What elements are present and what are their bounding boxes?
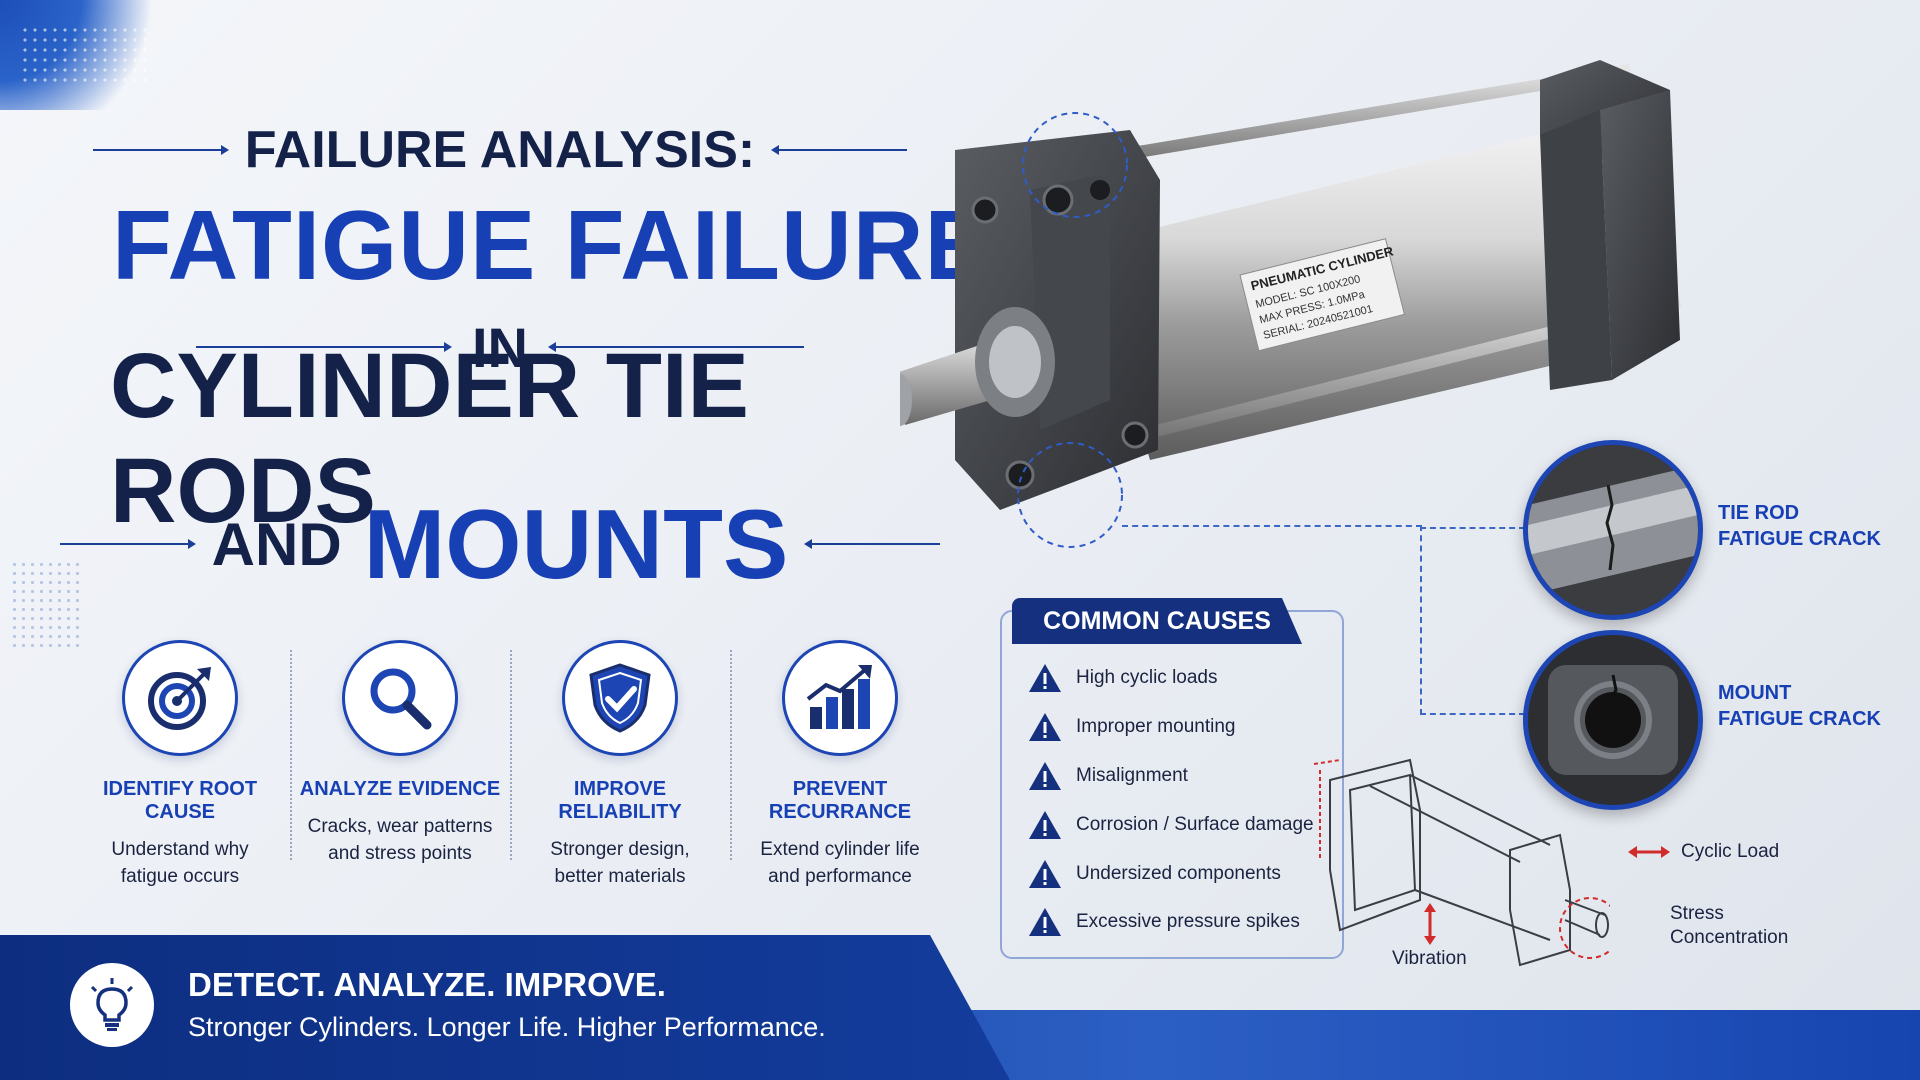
title-cylinder-tie-rods: CYLINDER TIE RODS xyxy=(110,335,749,542)
title-and: AND xyxy=(211,510,342,578)
title-line-5: AND MOUNTS xyxy=(0,488,1000,599)
stress-label-1: Stress xyxy=(1670,903,1724,924)
warning-icon xyxy=(1029,908,1061,936)
feature-desc-line: fatigue occurs xyxy=(120,866,240,887)
mount-crack-inset xyxy=(1523,630,1703,810)
cause-item: Improper mounting xyxy=(1028,712,1235,742)
connector-line xyxy=(1420,525,1422,715)
vibration-label: Vibration xyxy=(1392,948,1467,969)
feature-item: ANALYZE EVIDENCE Cracks, wear patterns a… xyxy=(290,640,510,880)
dot-pattern xyxy=(20,25,150,85)
feature-desc: Cracks, wear patterns and stress points xyxy=(290,813,510,867)
shield-check-icon xyxy=(562,640,678,756)
warning-icon xyxy=(1029,664,1061,692)
divider xyxy=(804,539,941,549)
banner-headline: DETECT. ANALYZE. IMPROVE. xyxy=(188,966,666,1003)
warning-icon xyxy=(1029,713,1061,741)
target-icon xyxy=(122,640,238,756)
cause-text: Misalignment xyxy=(1076,765,1188,786)
divider xyxy=(92,145,229,155)
cause-item: Undersized components xyxy=(1028,859,1281,889)
title-line-3: IN xyxy=(0,315,1000,379)
cause-text: Corrosion / Surface damage xyxy=(1076,814,1314,835)
feature-item: PREVENT RECURRANCE Extend cylinder life … xyxy=(730,640,950,887)
mount-crack-label: MOUNT FATIGUE CRACK xyxy=(1718,680,1881,732)
inset-label-line: TIE ROD xyxy=(1718,502,1800,524)
feature-desc-line: and performance xyxy=(768,866,912,887)
feature-desc-line: and stress points xyxy=(328,843,472,864)
warning-icon xyxy=(1029,811,1061,839)
pneumatic-cylinder-image: PNEUMATIC CYLINDER MODEL: SC 100X200 MAX… xyxy=(888,40,1900,600)
cause-item: Excessive pressure spikes xyxy=(1028,907,1300,937)
feature-desc-line: Understand why xyxy=(111,839,249,860)
tie-rod-crack-inset xyxy=(1523,440,1703,620)
title-failure-analysis: FAILURE ANALYSIS: xyxy=(244,121,756,179)
title-line-4: CYLINDER TIE RODS xyxy=(0,335,1000,542)
feature-desc-line: Extend cylinder life xyxy=(760,839,920,860)
feature-desc: Extend cylinder life and performance xyxy=(730,836,950,890)
feature-desc-line: better materials xyxy=(554,866,686,887)
feature-list: IDENTIFY ROOT CAUSE Understand why fatig… xyxy=(70,640,950,887)
lightbulb-icon xyxy=(70,963,154,1047)
tie-rod-crack-label: TIE ROD FATIGUE CRACK xyxy=(1718,500,1881,552)
magnifier-icon xyxy=(342,640,458,756)
cause-item: Corrosion / Surface damage xyxy=(1028,810,1314,840)
feature-desc-line: Cracks, wear patterns xyxy=(307,816,493,837)
banner-subline: Stronger Cylinders. Longer Life. Higher … xyxy=(188,1012,826,1042)
feature-desc: Understand why fatigue occurs xyxy=(70,836,290,890)
cyclic-load-arrow-icon xyxy=(1628,846,1670,858)
cause-text: Excessive pressure spikes xyxy=(1076,911,1300,932)
feature-desc: Stronger design, better materials xyxy=(510,836,730,890)
divider xyxy=(771,145,908,155)
inset-label-line: FATIGUE CRACK xyxy=(1718,708,1881,730)
divider xyxy=(548,342,804,352)
feature-title: IDENTIFY ROOT CAUSE xyxy=(102,778,258,823)
warning-icon xyxy=(1029,860,1061,888)
title-line-2: FATIGUE FAILURE xyxy=(0,190,1000,300)
connector-line xyxy=(1122,525,1422,527)
title-mounts: MOUNTS xyxy=(363,488,789,599)
growth-chart-icon xyxy=(782,640,898,756)
cyclic-load-label: Cyclic Load xyxy=(1681,841,1780,862)
vibration-arrow-icon xyxy=(1424,903,1436,945)
bottom-banner xyxy=(0,935,1010,1080)
stress-label-2: Concentration xyxy=(1670,927,1789,948)
title-in: IN xyxy=(472,315,528,379)
title-line-1: FAILURE ANALYSIS: xyxy=(0,118,1000,182)
feature-item: IDENTIFY ROOT CAUSE Understand why fatig… xyxy=(70,640,290,887)
dot-pattern xyxy=(10,560,80,650)
inset-label-line: FATIGUE CRACK xyxy=(1718,528,1881,550)
connector-line xyxy=(1420,527,1525,529)
feature-item: IMPROVE RELIABILITY Stronger design, bet… xyxy=(510,640,730,887)
feature-title: PREVENT RECURRANCE xyxy=(768,778,912,823)
feature-title: ANALYZE EVIDENCE xyxy=(299,778,501,800)
cylinder-sketch xyxy=(1310,750,1621,990)
feature-title: IMPROVE RELIABILITY xyxy=(558,778,682,823)
cause-text: Improper mounting xyxy=(1076,716,1236,737)
inset-label-line: MOUNT xyxy=(1718,682,1792,704)
title-fatigue-failure: FATIGUE FAILURE xyxy=(112,189,991,300)
feature-desc-line: Stronger design, xyxy=(550,839,690,860)
divider xyxy=(196,342,452,352)
cause-item: Misalignment xyxy=(1028,761,1188,791)
divider xyxy=(59,539,196,549)
connector-line xyxy=(1420,713,1525,715)
cause-text: Undersized components xyxy=(1076,863,1281,884)
cause-text: High cyclic loads xyxy=(1076,667,1218,688)
warning-icon xyxy=(1029,762,1061,790)
cause-item: High cyclic loads xyxy=(1028,663,1218,693)
common-causes-header: COMMON CAUSES xyxy=(1012,598,1302,644)
